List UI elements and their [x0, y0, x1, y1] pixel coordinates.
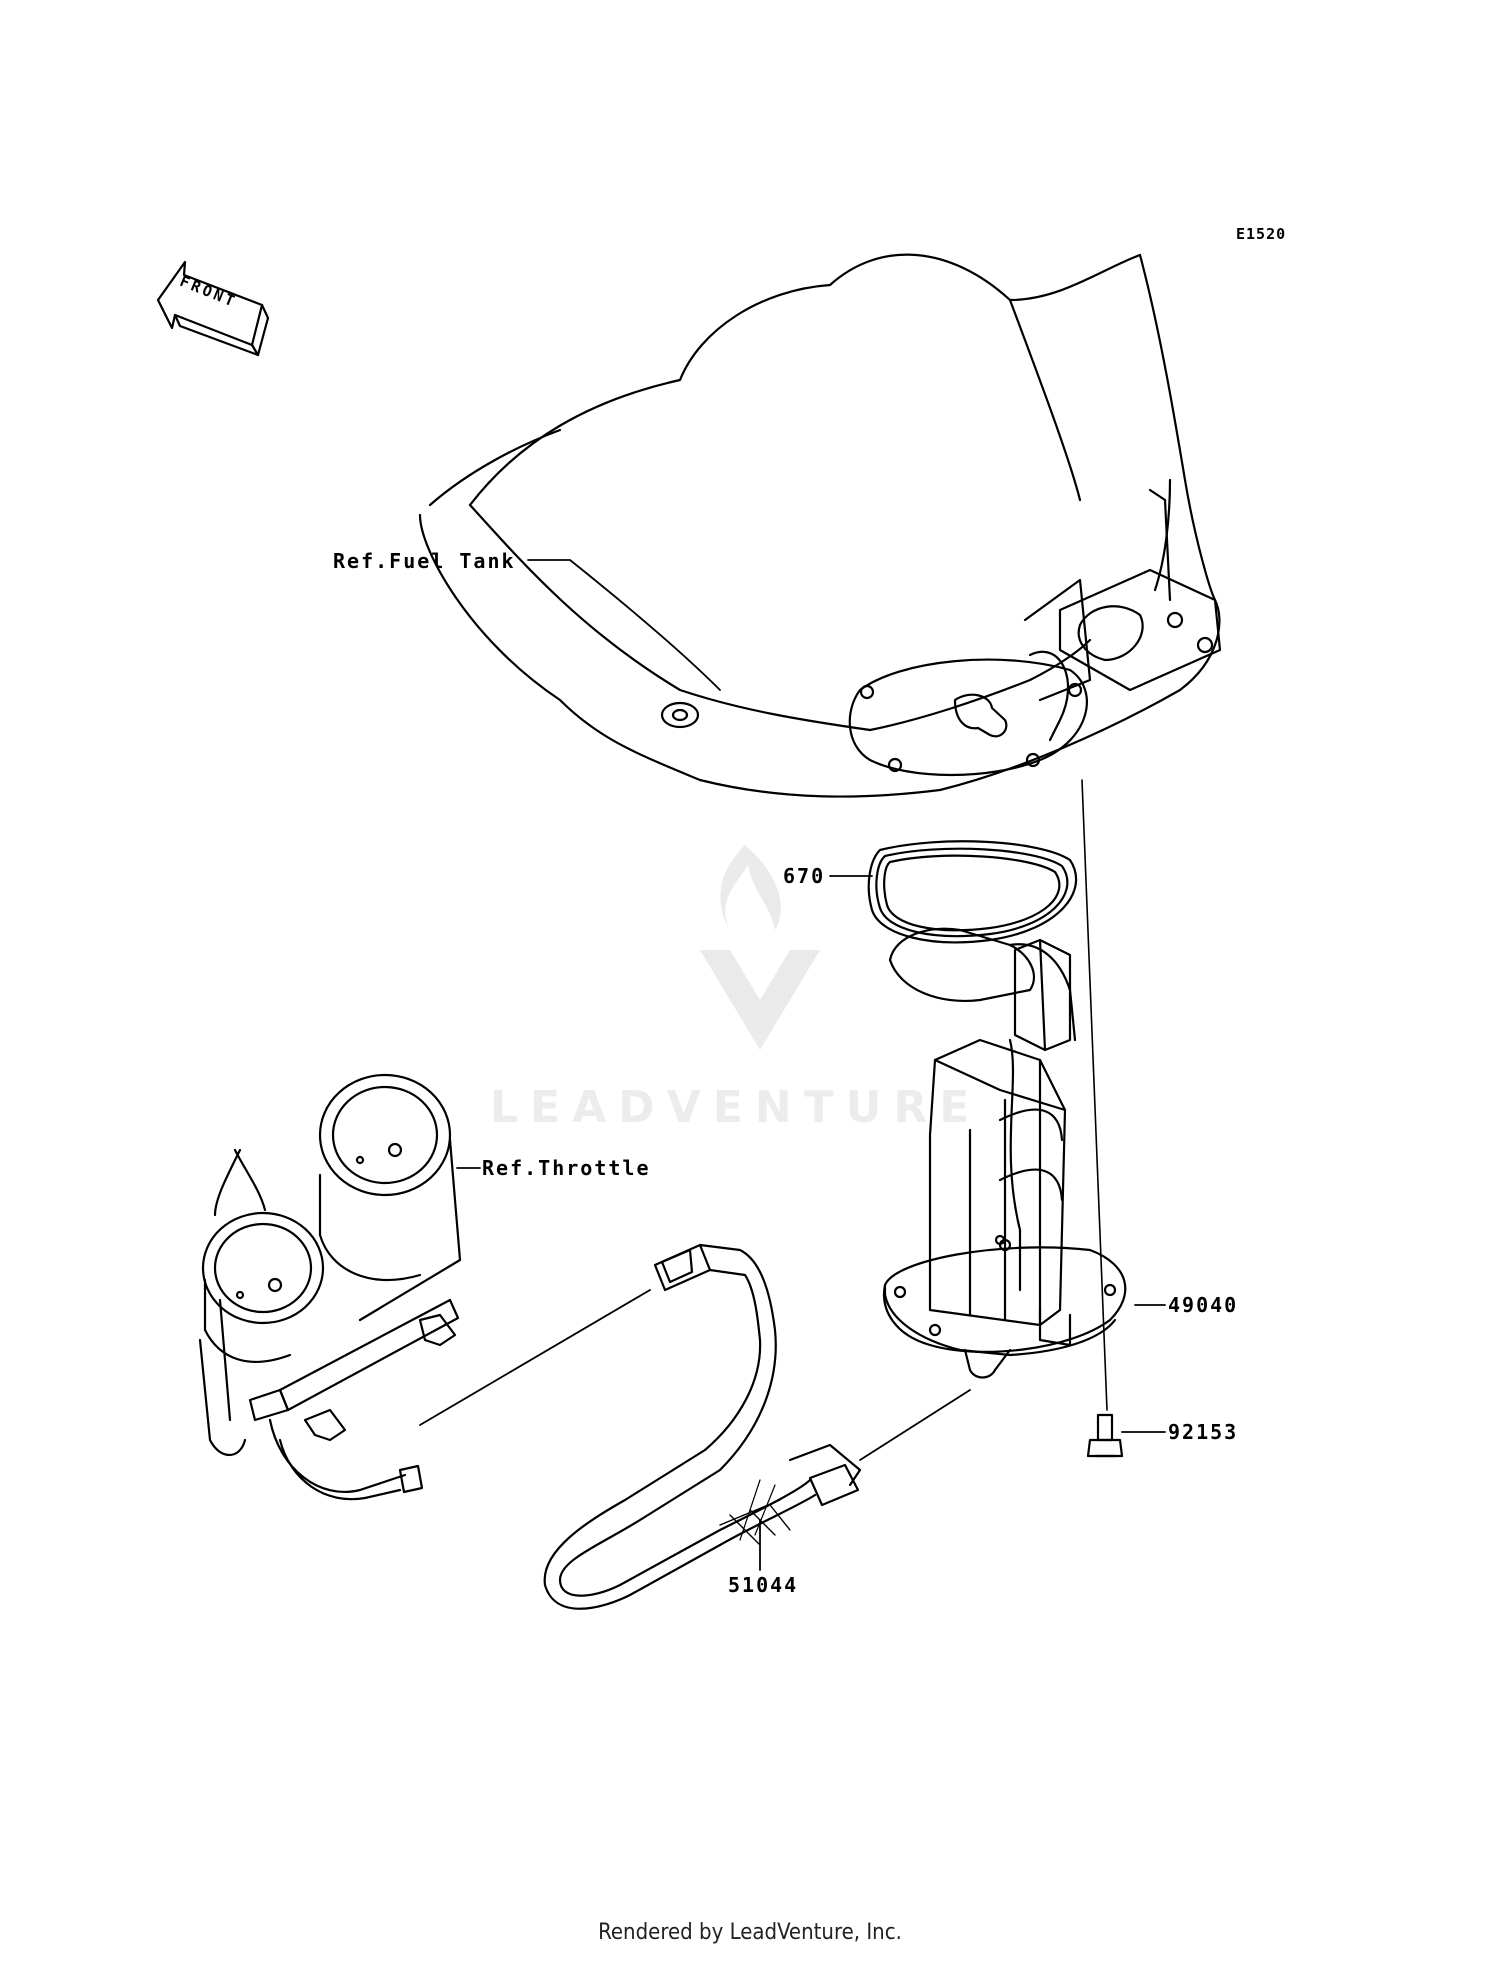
callout-hose: 51044	[728, 1573, 799, 1597]
watermark-logo-icon	[700, 845, 820, 1050]
callout-gasket: 670	[783, 864, 826, 888]
callout-pump: 49040	[1168, 1293, 1239, 1317]
throttle-body	[198, 1073, 462, 1501]
diagram-code: E1520	[1236, 225, 1287, 243]
fuel-hose-51044	[543, 1243, 862, 1610]
callout-fuel-tank: Ref.Fuel Tank	[333, 549, 516, 573]
footer-credit: Rendered by LeadVenture, Inc.	[598, 1920, 902, 1945]
fuel-pump-49040	[883, 927, 1127, 1379]
callout-bolt: 92153	[1168, 1420, 1239, 1444]
gasket-670	[867, 840, 1078, 944]
callout-throttle: Ref.Throttle	[482, 1156, 651, 1180]
leader-lines	[419, 559, 1166, 1571]
bolt-92153	[1081, 779, 1124, 1458]
watermark-text: LEADVENTURE	[490, 1082, 982, 1133]
front-arrow-icon	[156, 260, 270, 357]
fuel-tank	[418, 253, 1222, 798]
